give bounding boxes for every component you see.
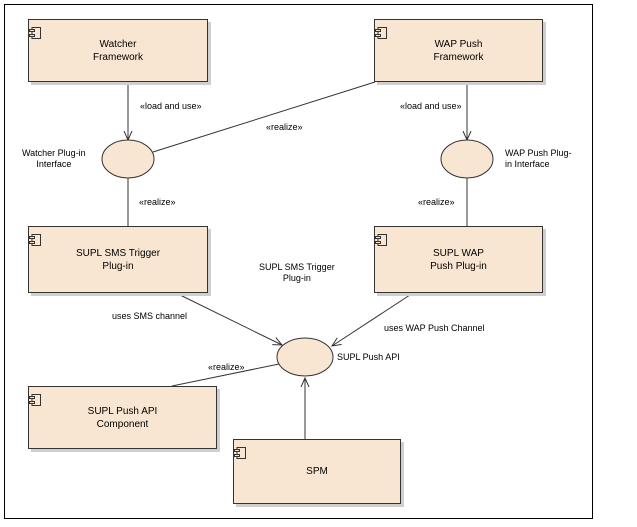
supl-push-api-component-label: SUPL Push API Component (87, 405, 158, 430)
uml-component-icon (375, 27, 387, 39)
wap-push-framework-label: WAP Push Framework (433, 38, 484, 63)
realize-bottom-label: «realize» (208, 362, 245, 372)
uses-sms-channel-label: uses SMS channel (112, 311, 188, 321)
supl-sms-trigger-plugin-component[interactable]: SUPL SMS Trigger Plug-in (28, 226, 208, 293)
wap-push-plugin-interface-label: WAP Push Plug- in Interface (505, 148, 572, 169)
uml-component-icon (29, 394, 41, 406)
watcher-plugin-interface-ellipse (101, 139, 155, 179)
uses-sms-channel-connector (175, 292, 282, 345)
watcher-framework-label: Watcher Framework (92, 38, 143, 63)
floating-sms-trigger-label: SUPL SMS Trigger Plug-in (259, 262, 335, 283)
uml-component-icon (234, 447, 246, 459)
uses-wap-push-channel-connector (332, 292, 414, 346)
uml-component-icon (29, 27, 41, 39)
supl-wap-push-plugin-label: SUPL WAP Push Plug-in (430, 247, 487, 272)
load-and-use-right-label: «load and use» (400, 101, 462, 111)
spm-label: SPM (306, 466, 328, 477)
watcher-framework-component[interactable]: Watcher Framework (28, 19, 208, 82)
realize-left-label: «realize» (139, 197, 176, 207)
supl-wap-push-plugin-component[interactable]: SUPL WAP Push Plug-in (374, 226, 543, 293)
load-and-use-left-label: «load and use» (140, 101, 202, 111)
realize-diagonal-connector (152, 81, 376, 153)
uml-component-icon (375, 234, 387, 246)
supl-push-api-ellipse (276, 337, 334, 377)
supl-push-api-component[interactable]: SUPL Push API Component (28, 386, 217, 449)
realize-bottom-connector (171, 363, 280, 387)
uml-component-icon (29, 234, 41, 246)
spm-component[interactable]: SPM (233, 439, 401, 504)
realize-diagonal-label: «realize» (266, 122, 303, 132)
supl-push-api-label: SUPL Push API (337, 352, 400, 362)
watcher-plugin-interface-label: Watcher Plug-in Interface (22, 148, 86, 169)
wap-push-framework-component[interactable]: WAP Push Framework (374, 19, 543, 82)
supl-sms-trigger-plugin-label: SUPL SMS Trigger Plug-in (75, 247, 161, 272)
wap-push-plugin-interface-ellipse (440, 139, 494, 179)
uses-wap-push-channel-label: uses WAP Push Channel (384, 323, 485, 333)
realize-right-label: «realize» (418, 197, 455, 207)
